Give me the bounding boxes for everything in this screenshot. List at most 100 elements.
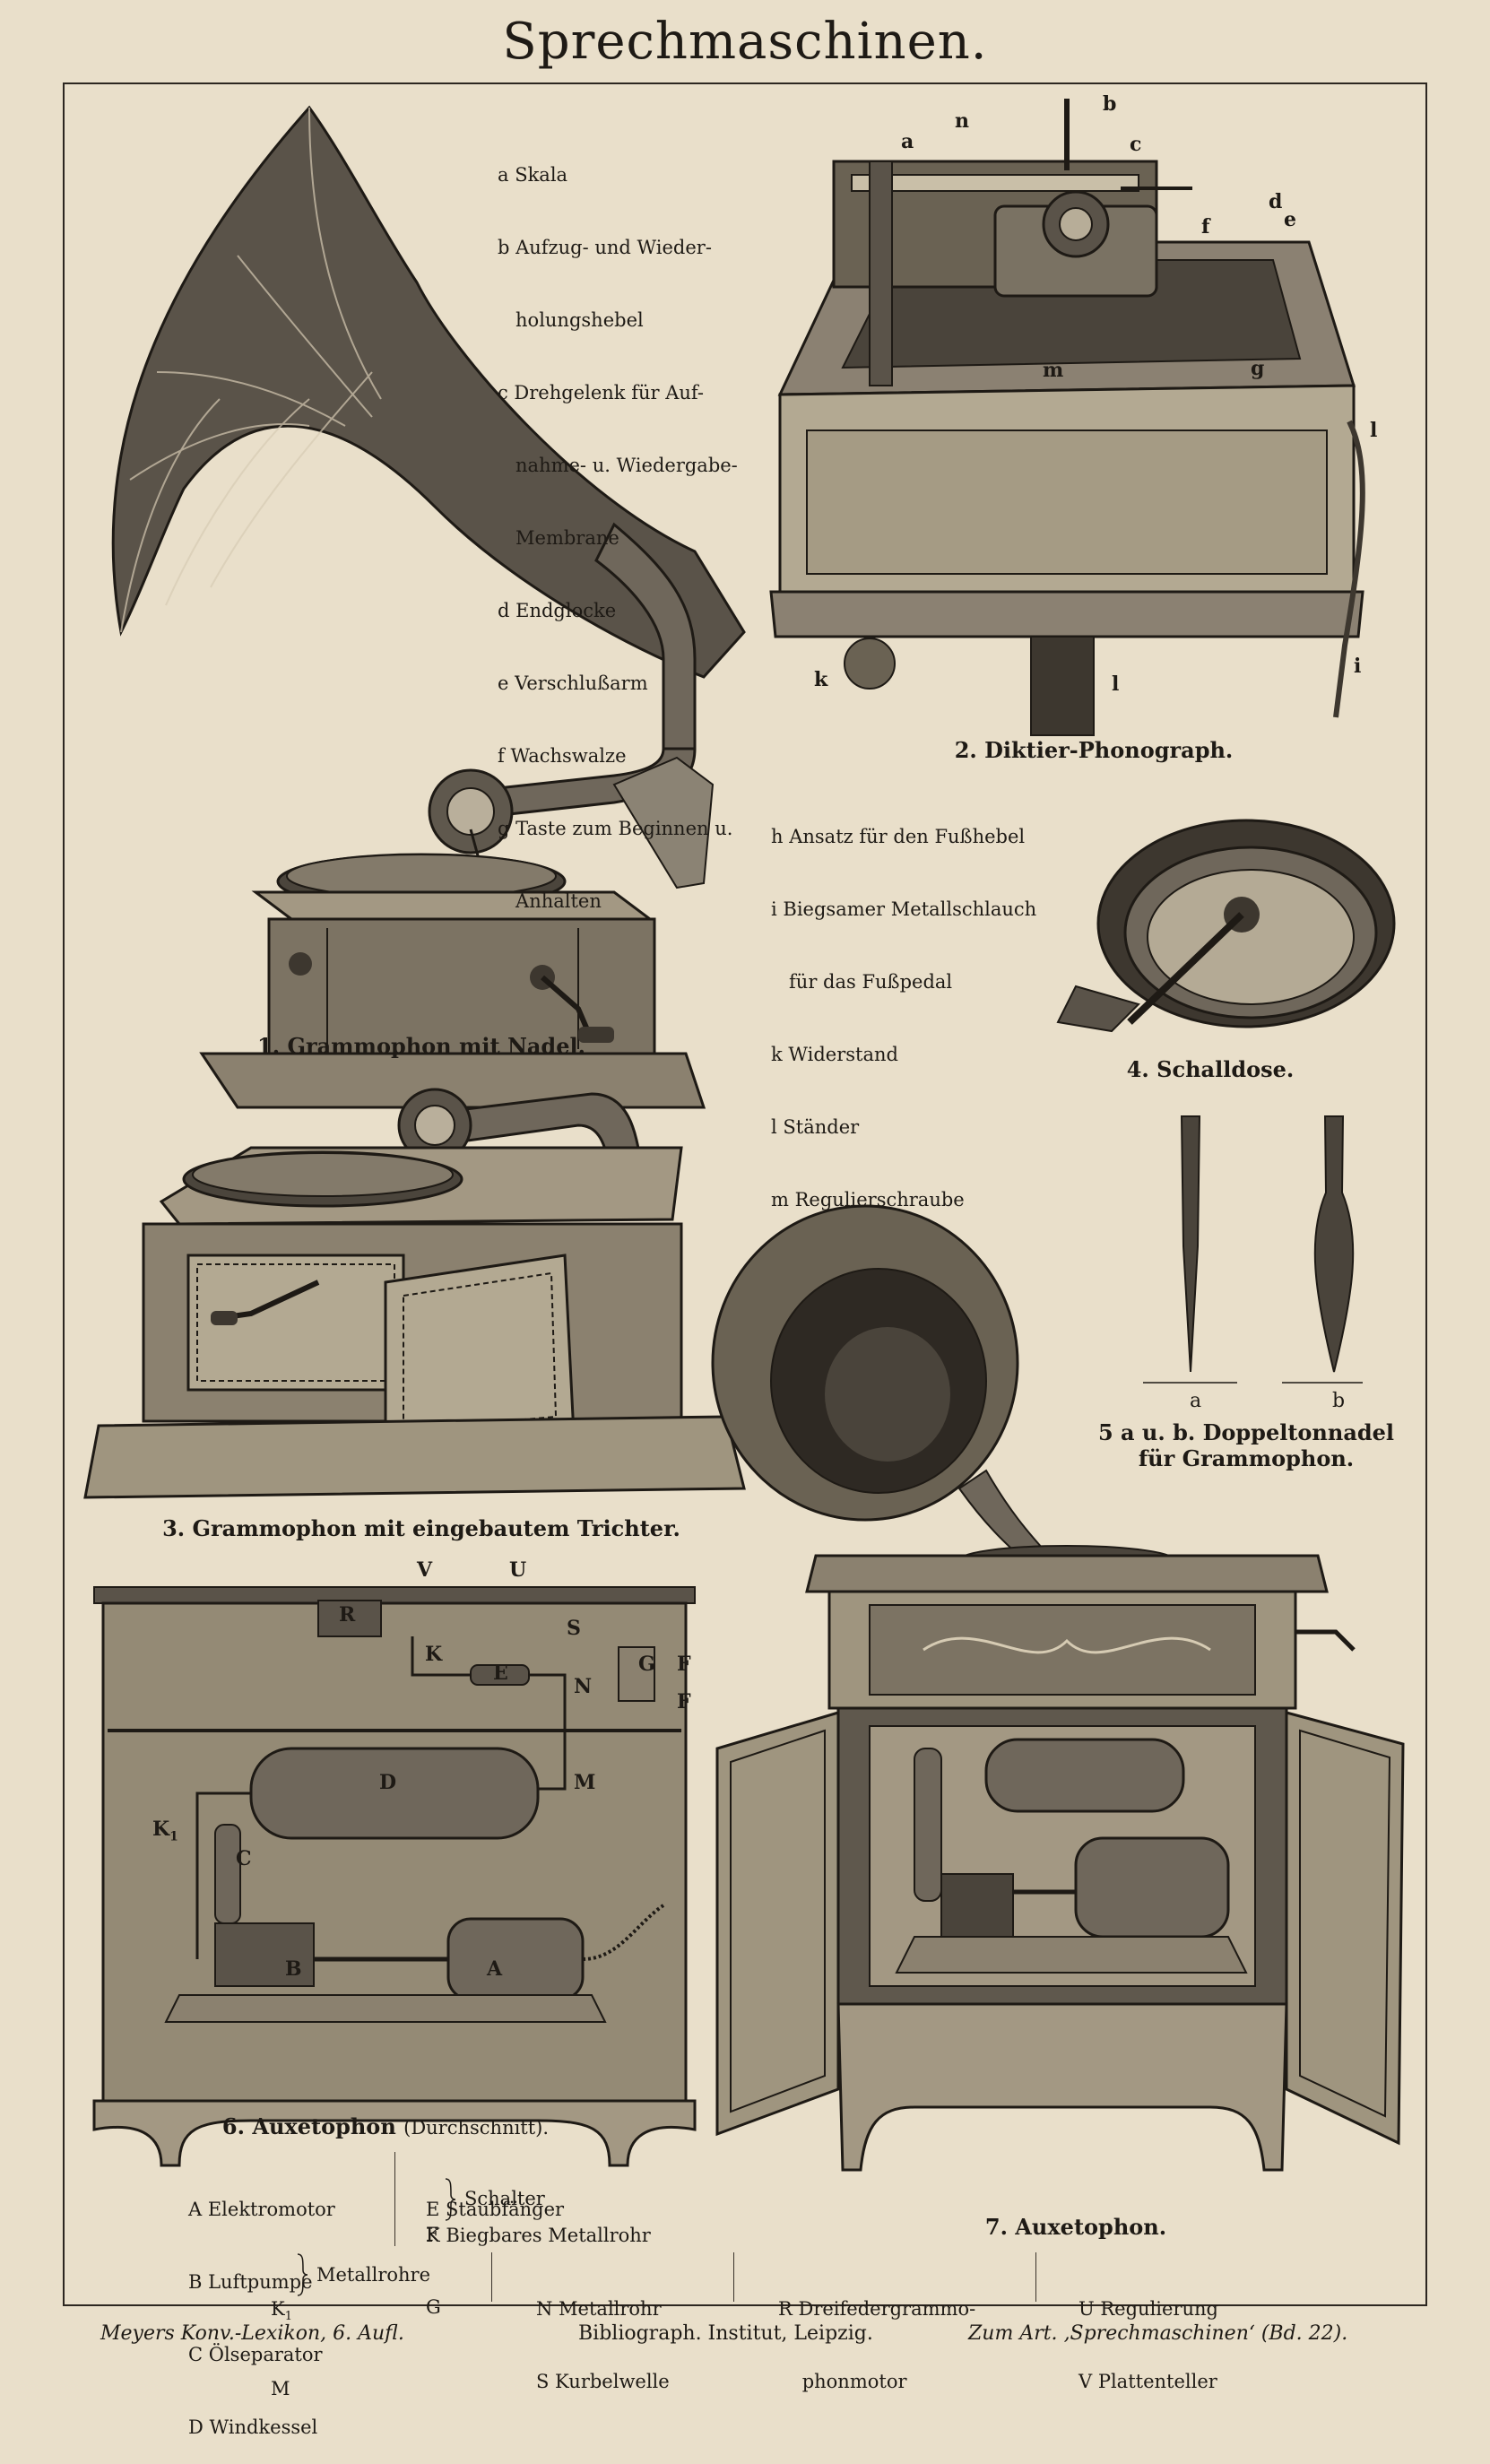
- needles-illustration: [1143, 1115, 1363, 1384]
- legend-item: B Luftpumpe: [188, 2271, 313, 2293]
- fig6-caption: 6. Auxetophon (Durchschnitt).: [179, 2113, 592, 2139]
- legend-item: holungshebel: [498, 309, 644, 331]
- fig6-caption-main: 6. Auxetophon: [221, 2113, 396, 2139]
- legend-k1-sub: 1: [284, 2310, 292, 2324]
- legend-item: V Plattenteller: [1079, 2371, 1217, 2392]
- fig6-label-G: G: [638, 1653, 655, 1676]
- legend-item: E Staubfänger: [426, 2199, 565, 2220]
- footer-article-ref: Zum Art. ‚Sprechmaschinen‘ (Bd. 22).: [968, 2322, 1348, 2345]
- brace-icon: [297, 2253, 308, 2296]
- legend-item: A Elektromotor: [188, 2199, 335, 2220]
- fig6-label-F1: F: [677, 1653, 691, 1676]
- legend-item: f Wachswalze: [498, 745, 627, 767]
- fig6-label-D: D: [379, 1771, 397, 1794]
- legend-k1-letter: K: [271, 2298, 285, 2320]
- legend-item: G: [426, 2296, 441, 2318]
- legend-k: K Biegbares Metallrohr: [426, 2225, 651, 2246]
- legend-col-1: A Elektromotor B Luftpumpe C Ölseparator…: [188, 2149, 335, 2464]
- legend-item: g Taste zum Beginnen u.: [498, 818, 733, 839]
- plate-frame: [63, 82, 1427, 2306]
- legend-col-4: R Dreifedergrammo- phonmotor: [778, 2249, 975, 2418]
- legend-item: a Skala: [498, 164, 568, 186]
- fig2-label-b: b: [1103, 92, 1117, 116]
- legend-item: b Aufzug- und Wieder-: [498, 237, 712, 258]
- legend-item: e Verschlußarm: [498, 672, 648, 694]
- fig2-label-k: k: [814, 668, 828, 691]
- legend-divider: [394, 2152, 395, 2246]
- fig2-label-n: n: [955, 109, 969, 133]
- fig3-caption: 3. Grammophon mit eingebautem Trichter.: [162, 1515, 680, 1541]
- legend-item: Membrane: [498, 527, 619, 549]
- fig1-caption: 1. Grammophon mit Nadel.: [257, 1033, 585, 1059]
- fig6-label-K: K: [425, 1643, 443, 1666]
- fig6-label-B: B: [285, 1957, 302, 1981]
- dictation-phonograph-illustration: [769, 99, 1365, 736]
- auxetophon-cross-section-illustration: [92, 1586, 697, 2167]
- legend-item: c Drehgelenk für Auf-: [498, 382, 705, 403]
- legend-divider: [491, 2252, 492, 2302]
- fig5-label-b: b: [1332, 1390, 1346, 1412]
- legend-item: M: [271, 2378, 290, 2400]
- fig6-label-E: E: [493, 1661, 508, 1685]
- legend-schalter: Schalter: [464, 2188, 545, 2209]
- footer-publication: Meyers Konv.-Lexikon, 6. Aufl.: [100, 2322, 404, 2345]
- fig6-label-F2: F: [677, 1690, 691, 1714]
- fig6-label-M: M: [574, 1771, 596, 1794]
- fig2-label-m: m: [1043, 359, 1064, 382]
- fig6-label-V: V: [417, 1558, 433, 1582]
- fig5-label-a: a: [1190, 1390, 1202, 1412]
- legend-fg: F G: [426, 2174, 441, 2344]
- fig6-label-S: S: [567, 1617, 581, 1640]
- legend-col-3: N Metallrohr S Kurbelwelle: [536, 2249, 670, 2418]
- legend-divider: [733, 2252, 734, 2302]
- legend-item: D Windkessel: [188, 2416, 318, 2438]
- fig2-label-g: g: [1251, 357, 1265, 380]
- fig6-caption-sub: (Durchschnitt).: [403, 2117, 550, 2139]
- fig2-label-c: c: [1130, 133, 1142, 156]
- legend-item: d Endglocke: [498, 600, 617, 621]
- legend-item: C Ölseparator: [188, 2344, 323, 2365]
- legend-item: nahme- u. Wiedergabe-: [498, 455, 738, 476]
- gramophone-with-horn-illustration: [111, 105, 746, 1109]
- fig2-label-e: e: [1284, 208, 1296, 231]
- fig2-label-l2: l: [1112, 672, 1120, 696]
- legend-col-2: E Staubfänger: [426, 2149, 564, 2246]
- fig6-label-R: R: [339, 1603, 356, 1627]
- footer-publisher: Bibliograph. Institut, Leipzig.: [578, 2322, 873, 2345]
- fig2-label-i: i: [1354, 655, 1362, 678]
- fig6-label-A: A: [487, 1957, 503, 1981]
- auxetophon-cabinet-illustration: [711, 1204, 1405, 2172]
- sound-box-illustration: [1056, 819, 1396, 1033]
- legend-item: phonmotor: [778, 2371, 907, 2392]
- fig6-label-U: U: [509, 1558, 527, 1582]
- fig6-label-K1-letter: K: [152, 1818, 170, 1841]
- fig7-caption: 7. Auxetophon.: [984, 2214, 1167, 2240]
- legend-item: K1: [271, 2297, 292, 2329]
- legend-item: l Ständer: [771, 1116, 860, 1138]
- fig2-label-a: a: [901, 130, 914, 153]
- legend-item: N Metallrohr: [536, 2298, 662, 2320]
- fig6-label-K1: K1: [152, 1818, 178, 1844]
- legend-divider: [1035, 2252, 1036, 2302]
- fig2-label-d: d: [1269, 190, 1283, 213]
- legend-metallrohre: Metallrohre: [316, 2264, 430, 2286]
- legend-item: h Ansatz für den Fußhebel: [771, 826, 1026, 847]
- page-title: Sprechmaschinen.: [502, 13, 988, 71]
- legend-item: i Biegsamer Metallschlauch: [771, 898, 1037, 920]
- fig5-caption-line2: für Grammophon.: [1138, 1445, 1355, 1471]
- cabinet-gramophone-illustration: [83, 1088, 746, 1499]
- legend-item: S Kurbelwelle: [536, 2371, 670, 2392]
- fig2-caption: 2. Diktier-Phonograph.: [954, 737, 1234, 763]
- legend-a-g: a Skala b Aufzug- und Wieder- holungsheb…: [498, 115, 738, 938]
- fig6-label-C: C: [236, 1847, 252, 1870]
- fig6-label-N: N: [574, 1675, 593, 1698]
- legend-item: für das Fußpedal: [771, 971, 953, 993]
- legend-col-5: U Regulierung V Plattenteller: [1079, 2249, 1218, 2418]
- legend-item: Anhalten: [498, 890, 602, 912]
- legend-item: R Dreifedergrammo-: [778, 2298, 976, 2320]
- legend-item: k Widerstand: [771, 1044, 898, 1065]
- fig2-label-l: l: [1370, 419, 1378, 442]
- fig5-caption-line1: 5 a u. b. Doppeltonnadel: [1097, 1419, 1395, 1445]
- legend-item: U Regulierung: [1079, 2298, 1218, 2320]
- fig2-label-f: f: [1201, 215, 1210, 239]
